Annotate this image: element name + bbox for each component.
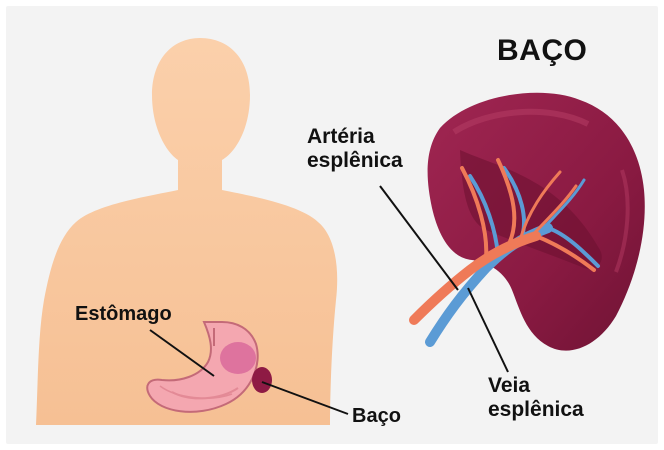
splenic-artery-label: Artéria esplênica: [307, 125, 403, 173]
stomach-label: Estômago: [75, 303, 172, 326]
leader-vein: [468, 288, 508, 372]
spleen-label: Baço: [352, 405, 401, 428]
human-silhouette: [36, 38, 337, 425]
splenic-vein-label: Veia esplênica: [488, 374, 584, 422]
spleen-title: BAÇO: [497, 34, 587, 69]
small-spleen: [252, 367, 272, 393]
splenic-vein-label-line1: Veia: [488, 374, 584, 398]
splenic-vein-label-line2: esplênica: [488, 398, 584, 422]
spleen-illustration: [428, 93, 645, 351]
body-shape: [36, 38, 337, 425]
splenic-artery-label-line1: Artéria: [307, 125, 403, 149]
splenic-artery-label-line2: esplênica: [307, 149, 403, 173]
